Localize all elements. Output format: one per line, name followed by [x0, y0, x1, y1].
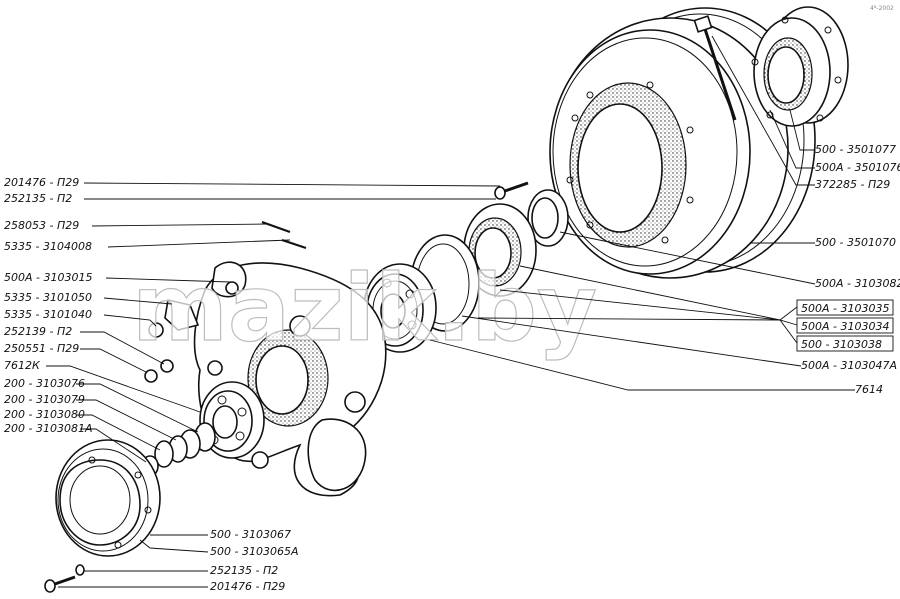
- part-label: 500 - 3103038: [801, 338, 882, 351]
- cotter-pin: [261, 221, 307, 249]
- part-label: 500А - 3103015: [4, 271, 92, 284]
- corner-mark: 4ᴮ-2002: [870, 5, 894, 12]
- flange-seal-assembly: [751, 6, 849, 127]
- part-label: 200 - 3103080: [4, 408, 85, 421]
- left-leader-lines: [46, 182, 501, 463]
- part-label: 500 - 3103067: [210, 528, 291, 541]
- label-box: [796, 317, 894, 334]
- part-label: 7612К: [4, 359, 41, 372]
- part-label: 5335 - 3101050: [4, 291, 92, 304]
- part-label: 500 - 3501070: [815, 236, 896, 249]
- part-label: 252135 - П2: [210, 564, 278, 577]
- part-label: 7614: [855, 383, 883, 396]
- part-label: 500 - 3103065А: [210, 545, 298, 558]
- small-hardware: [144, 299, 200, 383]
- part-label: 200 - 3103079: [4, 393, 85, 406]
- stud-bolt: [494, 181, 529, 200]
- watermark: mazik.by: [132, 255, 597, 362]
- cap-bolt: [44, 564, 85, 593]
- bottom-leader-lines: [58, 534, 209, 588]
- part-label: 5335 - 3104008: [4, 240, 92, 253]
- seal-ring-7614: [527, 189, 569, 247]
- part-label: 500А - 3103047А: [801, 359, 897, 372]
- hub-cap: [55, 439, 161, 557]
- part-label: 200 - 3103076: [4, 377, 85, 390]
- right-labels: 500 - 3501077 500А - 3501076 372285 - П2…: [801, 143, 900, 396]
- part-label: 500А - 3103082: [815, 277, 900, 290]
- flange-bolt: [693, 15, 737, 121]
- part-label: 500 - 3501077: [815, 143, 896, 156]
- part-label: 250551 - П29: [4, 342, 79, 355]
- part-label: 252135 - П2: [4, 192, 72, 205]
- label-box: [796, 335, 894, 352]
- bottom-labels: 500 - 3103067 500 - 3103065А 252135 - П2…: [210, 528, 298, 593]
- part-label: 258053 - П29: [4, 219, 79, 232]
- right-leader-lines: [429, 35, 855, 391]
- part-label: 500А - 3103035: [801, 302, 889, 315]
- part-label: 372285 - П29: [815, 178, 890, 191]
- part-label: 500А - 3103034: [801, 320, 889, 333]
- part-label: 5335 - 3101040: [4, 308, 92, 321]
- left-labels: 201476 - П29 252135 - П2 258053 - П29 53…: [4, 176, 92, 435]
- drum-bolt-holes: [566, 81, 694, 244]
- part-label: 201476 - П29: [4, 176, 79, 189]
- bearing-inner: [199, 381, 265, 459]
- part-label: 252139 - П2: [4, 325, 72, 338]
- part-label: 500А - 3501076: [815, 161, 900, 174]
- part-label: 201476 - П29: [210, 580, 285, 593]
- part-label: 200 - 3103081А: [4, 422, 92, 435]
